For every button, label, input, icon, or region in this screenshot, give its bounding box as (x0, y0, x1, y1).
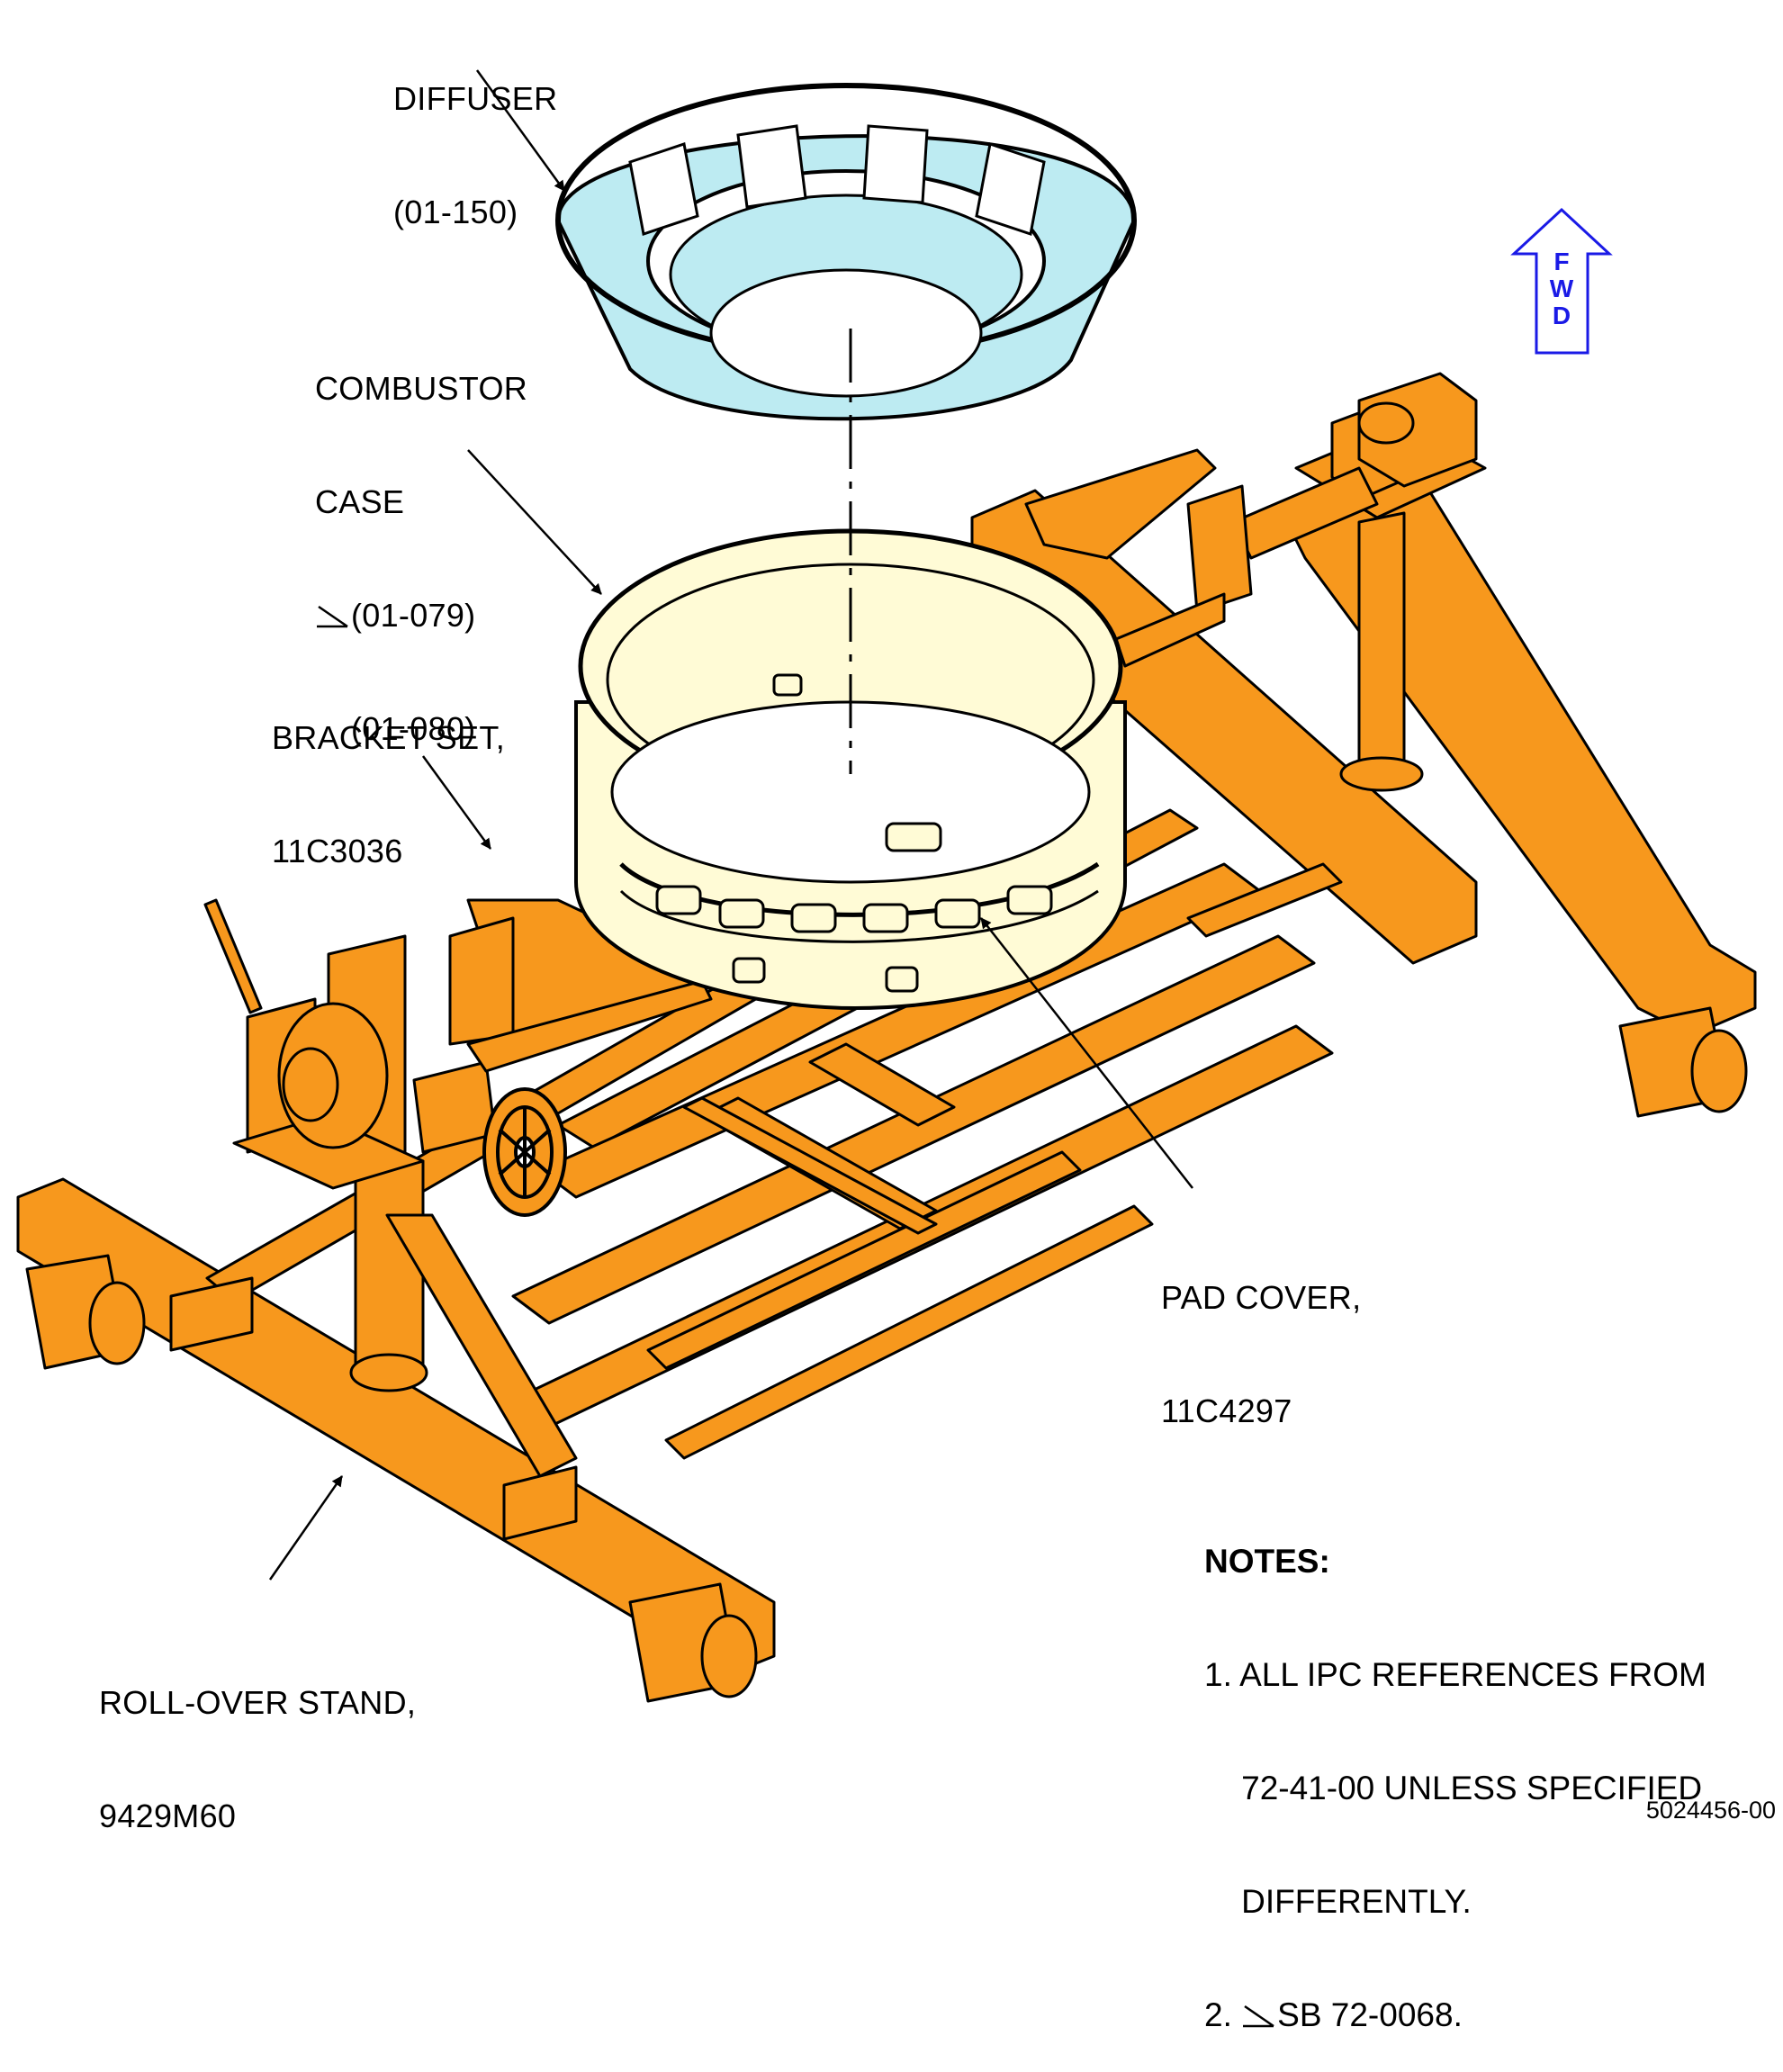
pad-cover-label: PAD COVER, (1161, 1279, 1362, 1316)
rollover-stand-callout: ROLL-OVER STAND, 9429M60 (99, 1608, 416, 1873)
note-2: 2. SB 72-0068. (1204, 1996, 1706, 2034)
combustor-case-part-number: (01-080) (351, 710, 476, 747)
fwd-arrow: F W D (1510, 207, 1613, 355)
bracket-set-callout: BRACKET SET, 11C3036 (272, 644, 505, 908)
leader-lines (268, 69, 1193, 1581)
diffuser (555, 83, 1137, 421)
note-2-text: SB 72-0068. (1277, 1996, 1463, 2033)
caster-front-left (25, 1254, 146, 1370)
fwd-letter-f: F (1553, 248, 1569, 275)
figure-number: 5024456-00 (1645, 1797, 1776, 1824)
note-1-line1: 1. ALL IPC REFERENCES FROM (1204, 1656, 1706, 1693)
fwd-letter-d: D (1553, 302, 1571, 329)
combustor-case-callout: COMBUSTOR CASE (01-079) (01-080) (315, 294, 527, 786)
sb-delta-icon (1243, 2004, 1274, 2028)
notes-title: NOTES: (1204, 1543, 1330, 1580)
fwd-letter-w: W (1550, 275, 1574, 302)
note-1-line2: 72-41-00 UNLESS SPECIFIED (1204, 1770, 1703, 1806)
combustor-case-label-line2: CASE (315, 483, 405, 520)
combustor-case-label-line1: COMBUSTOR (315, 370, 528, 407)
rollover-stand-label: ROLL-OVER STAND, (99, 1684, 417, 1721)
note-2-number: 2. (1204, 1996, 1232, 2033)
hand-wheel (482, 1087, 567, 1217)
combustor-case-part-number-sb: (01-079) (351, 597, 476, 634)
caster-front-right (628, 1582, 758, 1703)
sb-delta-icon (317, 605, 348, 628)
bracket-set-label: BRACKET SET, (272, 719, 506, 756)
note-1-line3: DIFFERENTLY. (1204, 1883, 1472, 1920)
rollover-stand-part-number: 9429M60 (99, 1797, 237, 1834)
pad-cover-part-number: 11C4297 (1161, 1392, 1292, 1429)
notes-block: NOTES: 1. ALL IPC REFERENCES FROM 72-41-… (1204, 1467, 1706, 2072)
diffuser-label: DIFFUSER (393, 80, 558, 117)
pad-cover-callout: PAD COVER, 11C4297 (1161, 1203, 1361, 1468)
bracket-set-part-number: 11C3036 (272, 833, 403, 869)
rollover-stand-illustration: F W D (16, 69, 1757, 1703)
diffuser-callout: DIFFUSER (01-150) (393, 5, 557, 269)
caster-rear-right (1618, 1006, 1748, 1118)
diffuser-part-number: (01-150) (393, 194, 518, 230)
